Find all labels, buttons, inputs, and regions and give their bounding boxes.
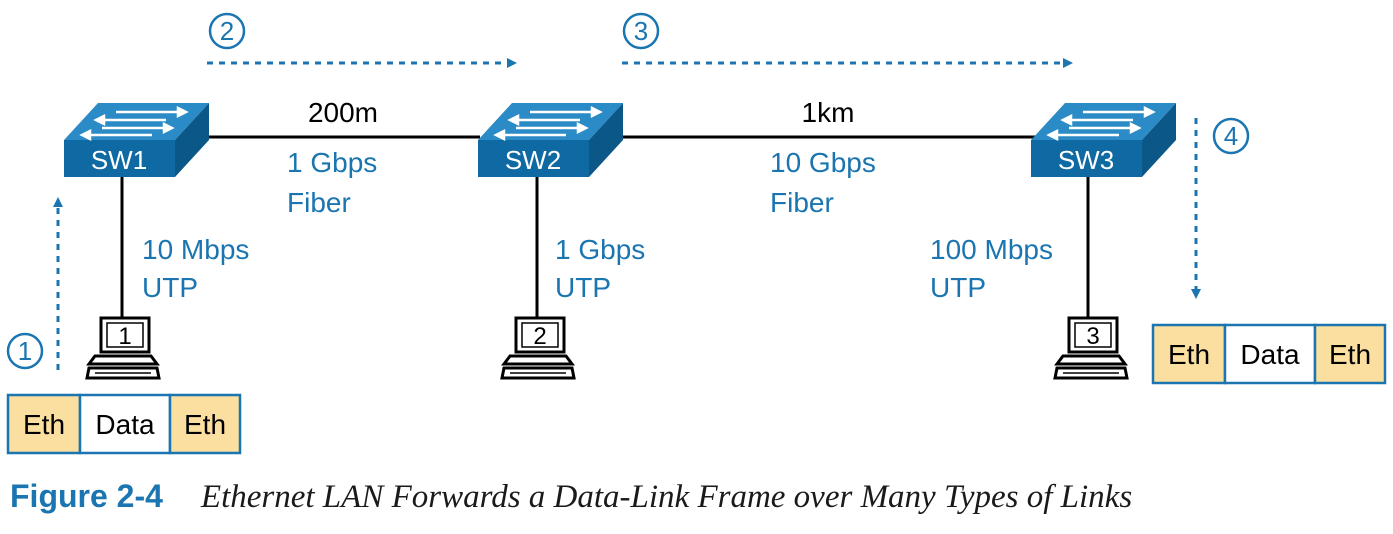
switch-sw1: SW1 xyxy=(64,103,209,177)
switch-label: SW3 xyxy=(1058,145,1114,175)
frame-field-eth-trailer xyxy=(168,393,242,455)
link-medium-sw2-sw3: Fiber xyxy=(770,187,834,218)
switch-side xyxy=(589,103,623,177)
frame-field-label: Data xyxy=(95,409,155,440)
frame-field-eth-trailer xyxy=(1313,323,1387,385)
frame-field-label: Eth xyxy=(1329,339,1371,370)
figure-caption: Figure 2-4 Ethernet LAN Forwards a Data-… xyxy=(10,478,1132,522)
link-speed-sw3-pc3: 100 Mbps xyxy=(930,234,1053,265)
step-number: 2 xyxy=(220,16,234,46)
switch-sw3: SW3 xyxy=(1031,103,1176,177)
switch-front xyxy=(1031,140,1142,177)
pc-label: 2 xyxy=(533,323,546,350)
switch-arrows-icon xyxy=(79,105,189,142)
step-number: 1 xyxy=(18,336,32,366)
switch-arrows-icon xyxy=(493,105,603,142)
figure-label: Figure 2-4 xyxy=(10,478,163,514)
link-medium-sw2-pc2: UTP xyxy=(555,272,611,303)
frame-field-label: Data xyxy=(1240,339,1300,370)
switch-front xyxy=(64,140,175,177)
link-speed-sw2-pc2: 1 Gbps xyxy=(555,234,645,265)
pc-base xyxy=(1054,354,1128,366)
step-marker-2: 2 xyxy=(208,12,246,50)
figure-title: Ethernet LAN Forwards a Data-Link Frame … xyxy=(200,479,1133,515)
switch-front xyxy=(478,140,589,177)
cables xyxy=(120,135,1090,318)
link-speed-sw1-pc1: 10 Mbps xyxy=(142,234,249,265)
link-speed-sw2-sw3: 10 Gbps xyxy=(770,147,876,178)
pc-1: 1 xyxy=(85,316,161,380)
frame-field-label: Eth xyxy=(23,409,65,440)
link-medium-sw1-sw2: Fiber xyxy=(287,187,351,218)
pc-label: 3 xyxy=(1086,323,1099,350)
step-marker-4: 4 xyxy=(1212,117,1250,155)
pc-label: 1 xyxy=(118,323,131,350)
frame-field-eth-header xyxy=(1151,323,1227,385)
link-medium-sw1-pc1: UTP xyxy=(142,272,198,303)
frame-field-label: Eth xyxy=(184,409,226,440)
network-diagram: SW1 SW2 SW3 1 xyxy=(6,12,1387,455)
link-medium-sw3-pc3: UTP xyxy=(930,272,986,303)
pc-3: 3 xyxy=(1053,316,1129,380)
pc-screen xyxy=(106,322,144,348)
link-distance-sw1-sw2: 200m xyxy=(308,97,378,128)
link-distance-sw2-sw3: 1km xyxy=(802,97,855,128)
step-number: 3 xyxy=(634,16,648,46)
switch-side xyxy=(1142,103,1176,177)
switch-side xyxy=(175,103,209,177)
pc-2: 2 xyxy=(500,316,576,380)
link-speed-sw1-sw2: 1 Gbps xyxy=(287,147,377,178)
frame-field-data xyxy=(1223,323,1317,385)
frame-field-label: Eth xyxy=(1168,339,1210,370)
step-number: 4 xyxy=(1224,121,1238,151)
pc-base xyxy=(86,354,160,366)
frame-field-eth-header xyxy=(6,393,82,455)
frame-received: Eth Data Eth xyxy=(1151,323,1387,385)
switch-label: SW2 xyxy=(505,145,561,175)
pc-screen xyxy=(521,322,559,348)
switch-label: SW1 xyxy=(91,145,147,175)
frame-field-data xyxy=(78,393,172,455)
step-marker-3: 3 xyxy=(622,12,660,50)
switch-arrows-icon xyxy=(1046,105,1156,142)
pc-screen xyxy=(1074,322,1112,348)
switch-sw2: SW2 xyxy=(478,103,623,177)
step-marker-1: 1 xyxy=(6,332,44,370)
frame-sent: Eth Data Eth xyxy=(6,393,242,455)
pc-base xyxy=(501,354,575,366)
